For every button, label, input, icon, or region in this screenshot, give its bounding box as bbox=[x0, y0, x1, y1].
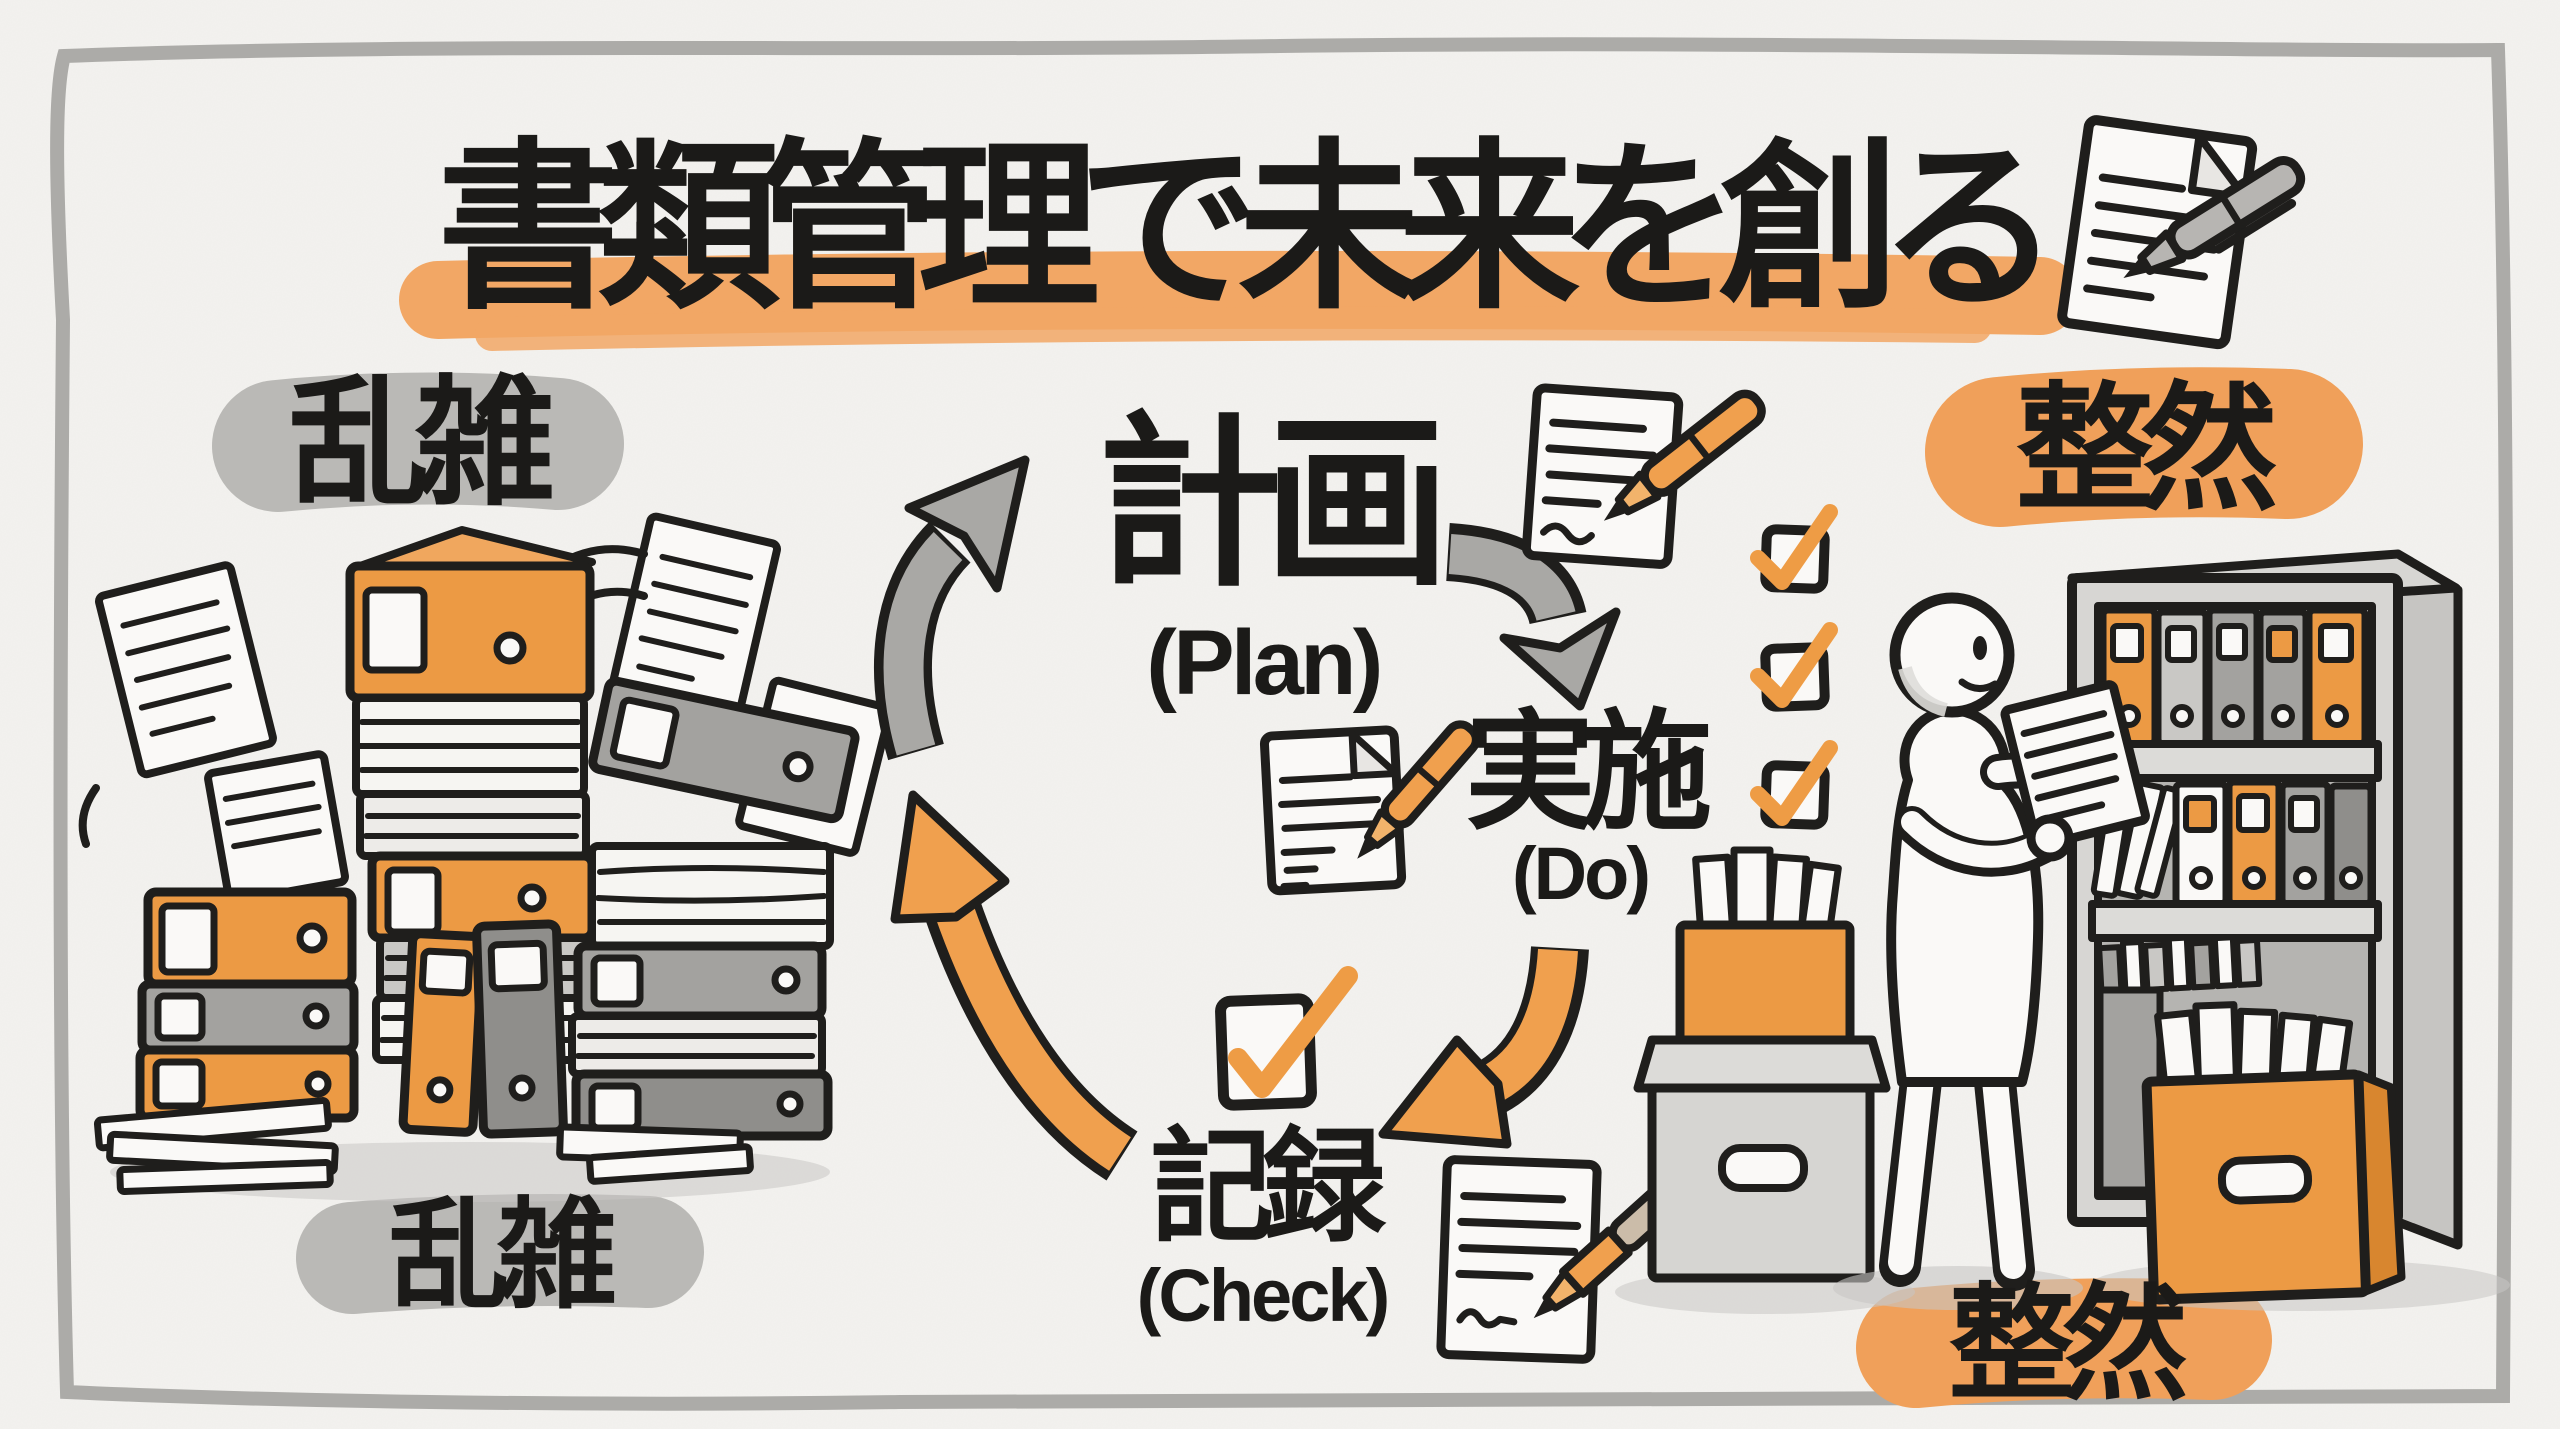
cycle-step-do-jp: 実施 bbox=[1464, 699, 1712, 845]
checkbox-checked-icon bbox=[1750, 740, 1838, 830]
checkbox-checked-icon bbox=[1215, 966, 1358, 1111]
messy-label-bottom: 乱雑 bbox=[389, 1189, 617, 1323]
tidy-label-bottom: 整然 bbox=[1948, 1274, 2188, 1415]
cycle-step-do-en: (Do) bbox=[1511, 832, 1651, 915]
cycle-step-check-jp: 記録 bbox=[1150, 1119, 1386, 1257]
page-title: 書類管理で未来を創る bbox=[437, 126, 2060, 330]
frame-border bbox=[50, 37, 2514, 1411]
flying-paper-icon bbox=[95, 561, 277, 779]
held-document bbox=[2000, 680, 2150, 851]
shelf-file-box bbox=[2141, 1001, 2406, 1305]
arrow-check-to-plan-orange bbox=[890, 790, 1138, 1181]
storage-boxes bbox=[1615, 846, 1915, 1314]
arrow-check-to-plan-gray bbox=[874, 455, 1030, 761]
arrow-do-to-check-orange bbox=[1378, 945, 1589, 1149]
title-document-pen-icon bbox=[2057, 115, 2306, 350]
messy-bottom-highlight bbox=[296, 1194, 704, 1314]
check-document-pen-icon bbox=[1436, 1155, 1679, 1364]
plan-document-pen-icon bbox=[1521, 383, 1766, 569]
arrow-plan-to-do-gray bbox=[1445, 523, 1621, 711]
cycle-step-check-en: (Check) bbox=[1136, 1254, 1391, 1337]
bookshelf bbox=[2067, 549, 2510, 1311]
cycle-step-plan-en: (Plan) bbox=[1146, 612, 1383, 714]
title-highlight bbox=[399, 250, 2079, 351]
person bbox=[1833, 592, 2150, 1310]
checkbox-checked-icon bbox=[1750, 622, 1838, 712]
tidy-bottom-highlight bbox=[1856, 1278, 2272, 1408]
checkbox-checked-icon bbox=[1750, 504, 1838, 594]
do-document-pen-icon bbox=[1259, 720, 1481, 896]
messy-top-highlight bbox=[212, 372, 624, 512]
messy-binder-pile bbox=[93, 526, 894, 1202]
messy-label-top: 乱雑 bbox=[288, 365, 555, 522]
tidy-top-highlight bbox=[1925, 367, 2363, 527]
cycle-step-plan-jp: 計画 bbox=[1096, 401, 1450, 608]
tidy-label-top: 整然 bbox=[2015, 373, 2278, 527]
checklist bbox=[1750, 504, 1838, 830]
